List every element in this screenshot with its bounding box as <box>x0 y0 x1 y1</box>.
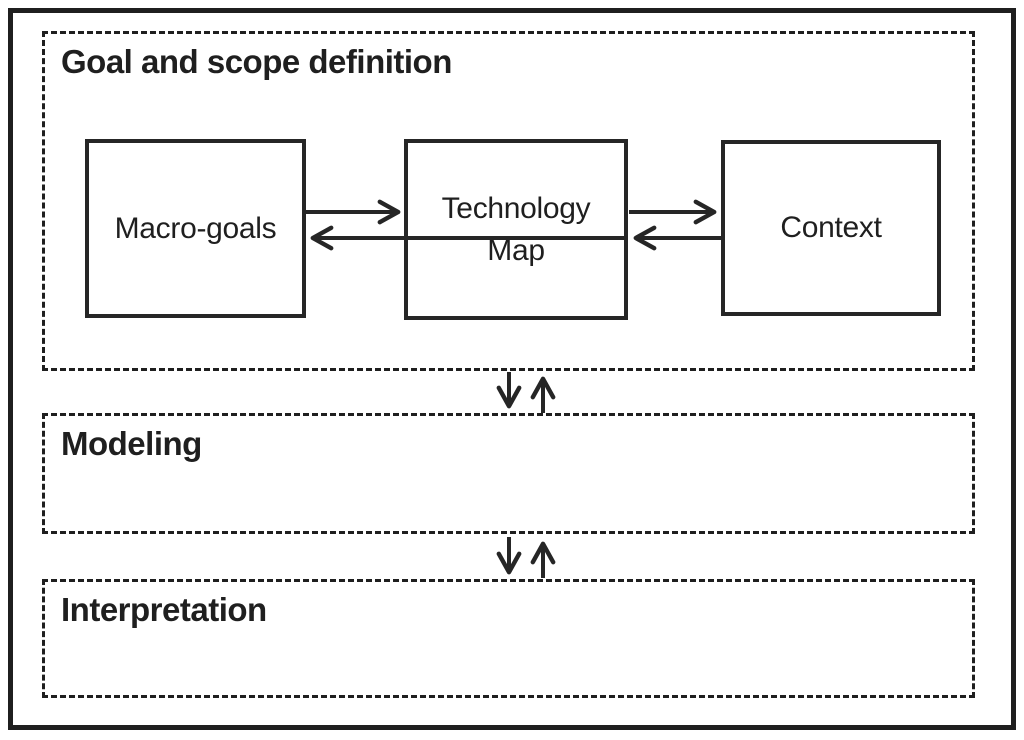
section-goal-and-scope: Goal and scope definition <box>42 31 975 371</box>
outer-frame <box>8 8 1016 730</box>
node-context: Context <box>721 140 941 316</box>
node-technology-map: Technology Map <box>404 139 628 320</box>
node-context-label: Context <box>780 211 882 244</box>
section-interpretation: Interpretation <box>42 579 975 698</box>
node-technology-map-label: Technology Map <box>441 191 591 267</box>
section-modeling: Modeling <box>42 413 975 534</box>
node-macro-goals-label: Macro-goals <box>114 211 277 245</box>
section-goal-and-scope-title: Goal and scope definition <box>61 43 452 80</box>
section-modeling-title: Modeling <box>61 425 202 462</box>
node-macro-goals: Macro-goals <box>85 139 306 318</box>
section-interpretation-title: Interpretation <box>61 591 267 628</box>
